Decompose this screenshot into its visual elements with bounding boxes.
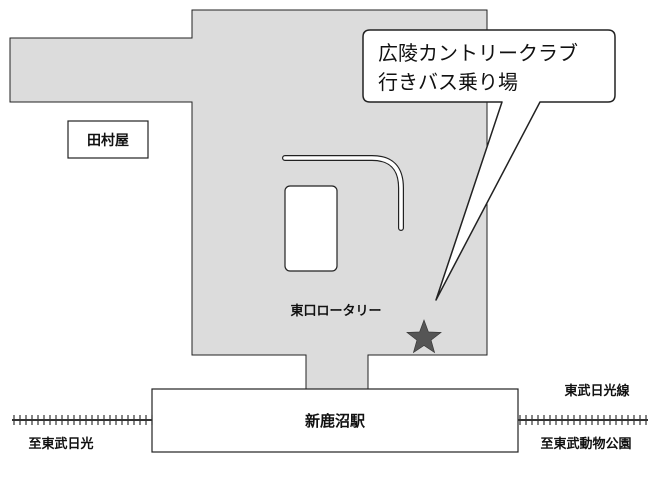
callout-bubble bbox=[362, 29, 616, 301]
station-plaza-area bbox=[9, 9, 488, 391]
railway-line-label: 東武日光線 bbox=[564, 383, 630, 399]
left-direction-label: 至東武日光 bbox=[28, 436, 93, 452]
railway-track-left bbox=[12, 415, 153, 425]
shop-label: 田村屋 bbox=[87, 132, 129, 149]
callout-line-2: 行きバス乗り場 bbox=[378, 70, 518, 94]
right-direction-label: 至東武動物公園 bbox=[540, 436, 631, 452]
bus-stop-star-icon bbox=[406, 319, 442, 354]
railway-track-right bbox=[518, 415, 648, 425]
station-building bbox=[151, 388, 519, 453]
rotary-label: 東口ロータリー bbox=[290, 303, 381, 319]
rotary-curb-inner bbox=[283, 156, 403, 230]
callout-line-1: 広陵カントリークラブ bbox=[378, 41, 578, 65]
rotary-island bbox=[284, 185, 338, 272]
shop-box bbox=[67, 120, 149, 159]
station-label: 新鹿沼駅 bbox=[305, 412, 366, 430]
